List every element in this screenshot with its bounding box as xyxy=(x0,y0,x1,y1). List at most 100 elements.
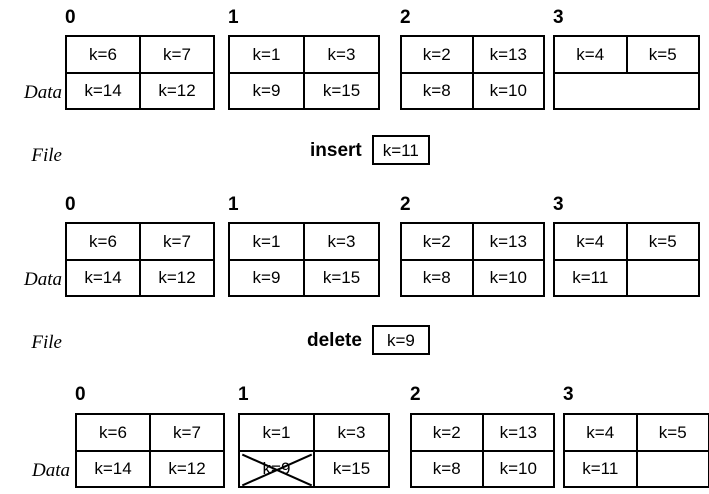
slot: k=11 xyxy=(565,451,638,486)
slot: k=3 xyxy=(337,422,366,442)
slot: k=3 xyxy=(327,231,356,251)
slot: k=2 xyxy=(412,415,484,450)
slot: k=8 xyxy=(402,260,474,295)
slot: k=7 xyxy=(163,231,191,251)
slot: k=2 xyxy=(402,224,474,259)
slot: k=3 xyxy=(327,44,356,64)
slot-deleted-text: k=9 xyxy=(262,459,291,479)
data-file-label-line1: Data xyxy=(32,460,70,481)
bucket-label-1: 1 xyxy=(228,7,239,28)
bucket-row-top: k=2 k=13 xyxy=(412,415,553,452)
slot: k=10 xyxy=(489,81,527,101)
data-file-label-line2: File xyxy=(31,332,62,353)
slot: k=10 xyxy=(489,268,527,288)
slot: k=4 xyxy=(555,37,628,72)
slot: k=11 xyxy=(555,260,628,295)
slot: k=5 xyxy=(648,231,677,251)
bucket-row-top: k=1 k=3 xyxy=(230,37,378,74)
insert-operation-label: insert xyxy=(310,139,362,161)
bucket-1: k=1 k=3 k=9 k=15 xyxy=(228,35,380,110)
slot: k=4 xyxy=(555,224,628,259)
slot: k=6 xyxy=(77,415,151,450)
data-file-label-line2: File xyxy=(31,145,62,166)
bucket-3: k=4 k=5 k=11 xyxy=(563,413,709,488)
bucket-row-bottom: k=14 k=12 xyxy=(67,260,213,295)
bucket-row-top: k=1 k=3 xyxy=(230,224,378,261)
bucket-row-top: k=2 k=13 xyxy=(402,37,543,74)
bucket-2: k=2 k=13 k=8 k=10 xyxy=(400,222,545,297)
bucket-1: k=1 k=3 k=9 k=15 xyxy=(238,413,390,488)
slot: k=13 xyxy=(489,44,527,64)
bucket-label-1: 1 xyxy=(238,384,249,405)
slot: k=12 xyxy=(158,81,196,101)
bucket-0: k=6 k=7 k=14 k=12 xyxy=(65,35,215,110)
slot: k=12 xyxy=(168,459,206,479)
slot: k=1 xyxy=(240,415,315,450)
slot xyxy=(627,74,699,109)
slot: k=7 xyxy=(173,422,201,442)
bucket-row-top: k=1 k=3 xyxy=(240,415,388,452)
slot: k=5 xyxy=(658,422,687,442)
delete-operation: delete k=9 xyxy=(307,325,430,355)
slot: k=5 xyxy=(648,44,677,64)
insert-key-box: k=11 xyxy=(371,135,430,165)
bucket-row-bottom: k=9 k=15 xyxy=(240,451,388,486)
slot: k=12 xyxy=(158,268,196,288)
slot xyxy=(628,261,699,296)
slot: k=6 xyxy=(67,37,141,72)
bucket-row-bottom: k=9 k=15 xyxy=(230,260,378,295)
data-file-label: Data File xyxy=(8,418,70,494)
slot: k=2 xyxy=(402,37,474,72)
slot: k=4 xyxy=(565,415,638,450)
slot: k=8 xyxy=(412,451,484,486)
slot: k=14 xyxy=(77,451,151,486)
slot: k=6 xyxy=(67,224,141,259)
bucket-row-bottom: k=8 k=10 xyxy=(412,451,553,486)
bucket-row-top: k=4 k=5 xyxy=(565,415,708,452)
slot: k=9 xyxy=(230,260,305,295)
data-file-label-line1: Data xyxy=(24,82,62,103)
bucket-2: k=2 k=13 k=8 k=10 xyxy=(410,413,555,488)
bucket-label-3: 3 xyxy=(553,194,564,215)
bucket-row-top: k=6 k=7 xyxy=(67,37,213,74)
slot: k=15 xyxy=(322,268,361,288)
slot: k=14 xyxy=(67,73,141,108)
slot: k=1 xyxy=(230,224,305,259)
slot: k=13 xyxy=(499,422,537,442)
data-file-label: Data File xyxy=(0,227,62,395)
slot: k=9 xyxy=(230,73,305,108)
data-file-label-line1: Data xyxy=(24,269,62,290)
slot: k=8 xyxy=(402,73,474,108)
bucket-0: k=6 k=7 k=14 k=12 xyxy=(65,222,215,297)
bucket-label-3: 3 xyxy=(563,384,574,405)
delete-operation-label: delete xyxy=(307,329,362,351)
bucket-row-top: k=6 k=7 xyxy=(77,415,223,452)
slot xyxy=(555,74,627,109)
bucket-row-top: k=2 k=13 xyxy=(402,224,543,261)
bucket-row-bottom: k=8 k=10 xyxy=(402,260,543,295)
slot: k=1 xyxy=(230,37,305,72)
bucket-label-0: 0 xyxy=(65,7,76,28)
bucket-label-1: 1 xyxy=(228,194,239,215)
bucket-row-bottom: k=9 k=15 xyxy=(230,73,378,108)
bucket-1: k=1 k=3 k=9 k=15 xyxy=(228,222,380,297)
slot: k=15 xyxy=(322,81,361,101)
bucket-3: k=4 k=5 k=11 xyxy=(553,222,700,297)
delete-key-box: k=9 xyxy=(371,325,430,355)
bucket-row-bottom: k=14 k=12 xyxy=(67,73,213,108)
bucket-row-top: k=4 k=5 xyxy=(555,224,698,261)
bucket-label-0: 0 xyxy=(65,194,76,215)
bucket-row-bottom xyxy=(555,74,698,109)
bucket-row-top: k=4 k=5 xyxy=(555,37,698,74)
slot xyxy=(638,452,709,487)
bucket-label-0: 0 xyxy=(75,384,86,405)
data-file-label: Data File xyxy=(0,40,62,208)
bucket-0: k=6 k=7 k=14 k=12 xyxy=(75,413,225,488)
slot: k=7 xyxy=(163,44,191,64)
bucket-row-bottom: k=11 xyxy=(555,260,699,296)
bucket-label-2: 2 xyxy=(400,7,411,28)
bucket-2: k=2 k=13 k=8 k=10 xyxy=(400,35,545,110)
bucket-label-2: 2 xyxy=(410,384,421,405)
bucket-row-bottom: k=11 xyxy=(565,451,709,487)
